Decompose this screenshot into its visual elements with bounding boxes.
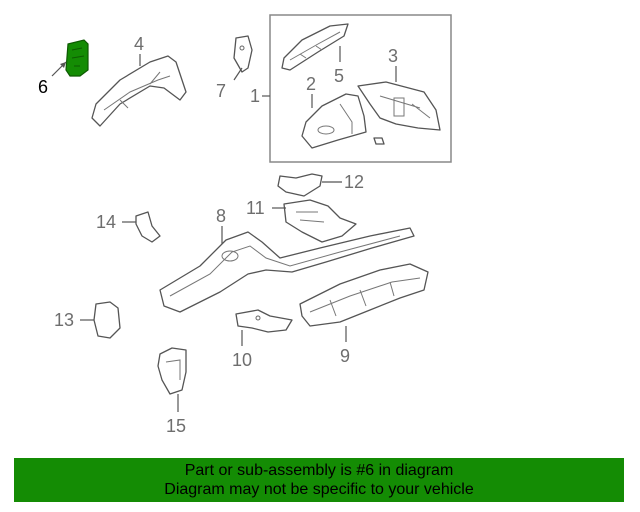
- part-13[interactable]: [93, 301, 121, 339]
- banner-line-2: Diagram may not be specific to your vehi…: [164, 481, 474, 498]
- part-7[interactable]: [233, 35, 253, 73]
- callout-7: 7: [216, 81, 226, 101]
- info-banner: Part or sub-assembly is #6 in diagram Di…: [14, 458, 624, 502]
- banner-line-1: Part or sub-assembly is #6 in diagram: [184, 462, 454, 479]
- part-5[interactable]: [281, 23, 349, 71]
- part-15[interactable]: [157, 347, 187, 395]
- assembly-box: [269, 14, 452, 163]
- part-12[interactable]: [277, 173, 323, 197]
- part-3[interactable]: [357, 81, 441, 131]
- callout-1: 1: [250, 86, 260, 106]
- part-11[interactable]: [283, 199, 357, 243]
- callout-4: 4: [134, 34, 144, 54]
- parts-diagram: 6 4 7 1 2 5 3 12 11 14 8 9 10 13 15: [38, 14, 452, 436]
- callout-6: 6: [38, 77, 48, 97]
- callout-10: 10: [232, 350, 252, 370]
- callout-3: 3: [388, 46, 398, 66]
- callout-11: 11: [246, 198, 265, 218]
- part-4[interactable]: [91, 55, 187, 127]
- part-10[interactable]: [235, 309, 293, 333]
- callout-14: 14: [96, 212, 116, 232]
- part-8[interactable]: [159, 227, 415, 313]
- part-14[interactable]: [135, 211, 161, 243]
- part-6-highlighted[interactable]: [65, 39, 89, 77]
- callout-13: 13: [54, 310, 74, 330]
- callout-12: 12: [344, 172, 364, 192]
- callout-8: 8: [216, 206, 226, 226]
- callout-15: 15: [166, 416, 186, 436]
- callout-5: 5: [334, 66, 344, 86]
- callout-2: 2: [306, 74, 316, 94]
- callout-9: 9: [340, 346, 350, 366]
- part-9[interactable]: [299, 263, 429, 327]
- part-2[interactable]: [301, 93, 385, 149]
